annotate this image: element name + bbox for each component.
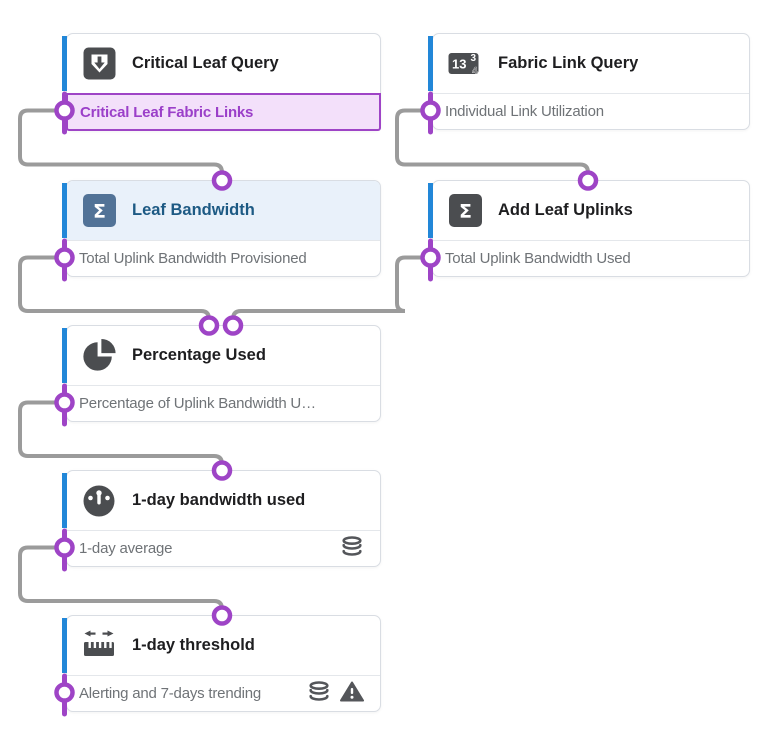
node-header[interactable]: Σ Leaf Bandwidth [67,181,380,240]
node-header[interactable]: 1-day threshold [67,616,380,675]
node-title: Critical Leaf Query [132,54,279,72]
warning-icon [340,681,364,706]
probe-node-percentage-used: Percentage Used Percentage of Uplink Ban… [66,325,381,422]
output-label: Total Uplink Bandwidth Used [445,250,631,267]
output-label: 1-day average [79,540,173,557]
probe-node-add-leaf-uplinks: Σ Add Leaf Uplinks Total Uplink Bandwidt… [432,180,750,277]
node-header[interactable]: Critical Leaf Query [67,34,380,93]
sigma-icon: Σ [447,193,483,229]
probe-node-leaf-bandwidth: Σ Leaf Bandwidth Total Uplink Bandwidth … [66,180,381,277]
output-label: Total Uplink Bandwidth Provisioned [79,250,307,267]
output-label: Critical Leaf Fabric Links [80,103,254,121]
output-label: Individual Link Utilization [445,103,604,120]
node-title: Percentage Used [132,346,266,364]
node-output-stage[interactable]: Critical Leaf Fabric Links [66,93,381,131]
node-header[interactable]: Σ Add Leaf Uplinks [433,181,749,240]
node-output-stage[interactable]: 1-day average [67,530,380,566]
node-output-stage[interactable]: Percentage of Uplink Bandwidth U… [67,385,380,421]
probe-node-fabric-link-query: 13 3 4 Fabric Link Query Individual Link… [432,33,750,130]
gauge-icon [81,483,117,519]
svg-text:13: 13 [452,57,466,72]
numbers-icon: 13 3 4 [447,46,483,82]
node-header[interactable]: Percentage Used [67,326,380,385]
node-title: Fabric Link Query [498,54,639,72]
database-icon [340,535,364,562]
node-output-stage[interactable]: Total Uplink Bandwidth Used [433,240,749,276]
node-header[interactable]: 1-day bandwidth used [67,471,380,530]
node-output-stage[interactable]: Total Uplink Bandwidth Provisioned [67,240,380,276]
node-title: 1-day bandwidth used [132,491,306,509]
node-output-stage[interactable]: Alerting and 7-days trending [67,675,380,711]
node-header[interactable]: 13 3 4 Fabric Link Query [433,34,749,93]
output-label: Percentage of Uplink Bandwidth U… [79,395,316,412]
svg-text:3: 3 [471,53,477,64]
database-icon [307,680,331,707]
node-title: 1-day threshold [132,636,255,654]
svg-text:Σ: Σ [459,201,472,223]
output-label: Alerting and 7-days trending [79,685,262,702]
node-title: Add Leaf Uplinks [498,201,633,219]
probe-node-critical-leaf-query: Critical Leaf Query Critical Leaf Fabric… [66,33,381,131]
ruler-icon [81,628,117,664]
node-title: Leaf Bandwidth [132,201,255,219]
download-icon [81,46,117,82]
node-output-stage[interactable]: Individual Link Utilization [433,93,749,129]
svg-text:Σ: Σ [93,201,106,223]
sigma-icon: Σ [81,193,117,229]
svg-text:4: 4 [472,66,478,77]
pie-chart-icon [81,338,117,374]
probe-node-1-day-threshold: 1-day threshold Alerting and 7-days tren… [66,615,381,712]
probe-node-1-day-bandwidth-used: 1-day bandwidth used 1-day average [66,470,381,567]
